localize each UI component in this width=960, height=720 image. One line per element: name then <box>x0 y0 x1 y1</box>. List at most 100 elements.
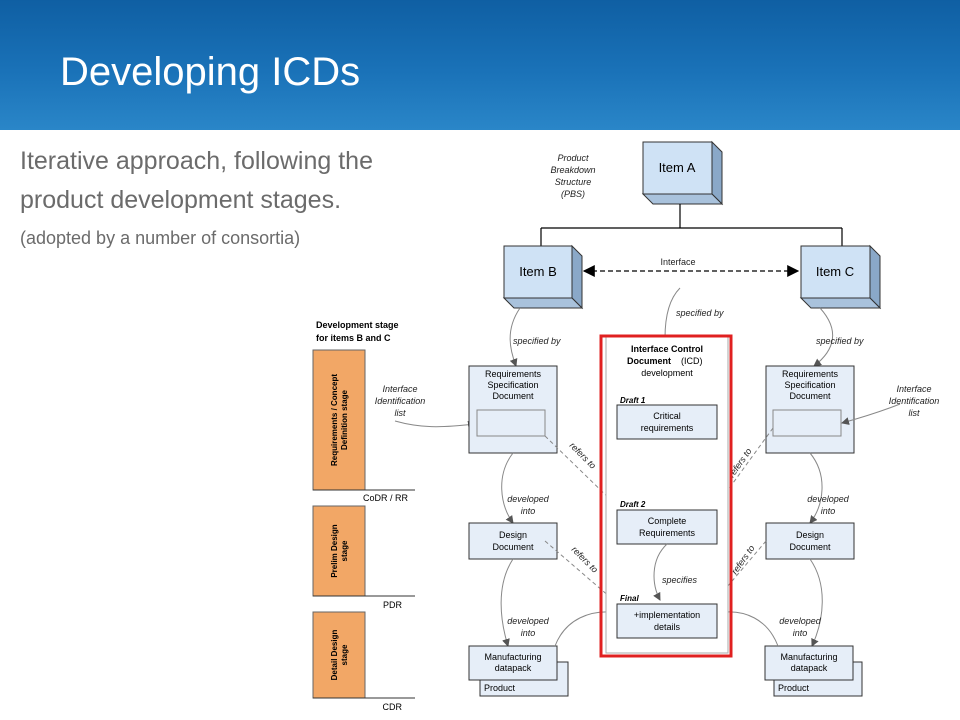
stage-requirements: Requirements / Concept Definition stage … <box>312 349 415 503</box>
developed-into-links-bottom <box>500 558 823 647</box>
svg-text:Complete: Complete <box>648 516 687 526</box>
svg-text:+implementation: +implementation <box>634 610 700 620</box>
developed-into-label-4a: developed <box>779 616 822 626</box>
svg-text:Interface: Interface <box>896 384 931 394</box>
svg-text:stage: stage <box>340 644 349 665</box>
specified-by-label-left: specified by <box>513 336 561 346</box>
developed-into-label-3a: developed <box>507 616 550 626</box>
svg-text:Breakdown: Breakdown <box>550 165 595 175</box>
svg-text:Definition stage: Definition stage <box>340 389 349 450</box>
svg-text:Specification: Specification <box>487 380 538 390</box>
main-bullet-line-2: product development stages. <box>20 186 342 214</box>
svg-text:(ICD): (ICD) <box>681 356 703 366</box>
main-bullet-line-1: Iterative approach, following the <box>20 147 373 175</box>
svg-text:Interface: Interface <box>382 384 417 394</box>
svg-text:Requirements: Requirements <box>485 369 542 379</box>
developed-into-label-3b: into <box>521 628 536 638</box>
svg-text:Document: Document <box>627 356 671 366</box>
icd-highlight-frame <box>599 334 733 658</box>
refers-to-label-1: refers to <box>568 440 598 470</box>
pbs-tree-lines <box>540 204 843 246</box>
svg-text:Specification: Specification <box>784 380 835 390</box>
svg-text:Structure: Structure <box>555 177 592 187</box>
developed-into-label-2a: developed <box>807 494 850 504</box>
svg-text:Item B: Item B <box>519 264 557 279</box>
item-b-box: Item B <box>502 244 584 310</box>
svg-text:(PBS): (PBS) <box>561 189 585 199</box>
svg-text:Development stage: Development stage <box>316 320 399 330</box>
developed-into-label-2b: into <box>821 506 836 516</box>
draft1-label: Draft 1 <box>620 396 646 405</box>
item-c-box: Item C <box>799 244 882 310</box>
product-label-right: Product <box>778 683 810 693</box>
refers-to-label-2: refers to <box>570 544 600 574</box>
svg-text:Document: Document <box>789 391 831 401</box>
svg-text:datapack: datapack <box>495 663 532 673</box>
svg-text:Product: Product <box>557 153 589 163</box>
final-label: Final <box>620 594 639 603</box>
svg-text:Manufacturing: Manufacturing <box>484 652 541 662</box>
svg-text:Requirements: Requirements <box>782 369 839 379</box>
developed-into-label-1a: developed <box>507 494 550 504</box>
stage-prelim-design: Prelim Design stage PDR <box>312 505 415 610</box>
product-label-left: Product <box>484 683 516 693</box>
svg-text:Requirements: Requirements <box>639 528 696 538</box>
req-spec-doc-right: Requirements Specification Document <box>765 365 855 454</box>
svg-text:datapack: datapack <box>791 663 828 673</box>
specified-by-label-center: specified by <box>676 308 724 318</box>
mfg-datapack-right: Product Manufacturing datapack <box>764 645 863 697</box>
slide-title: Developing ICDs <box>60 50 361 94</box>
svg-text:details: details <box>654 622 681 632</box>
svg-text:Document: Document <box>789 542 831 552</box>
design-doc-right: Design Document <box>765 522 855 560</box>
svg-text:Identification: Identification <box>889 396 940 406</box>
svg-text:stage: stage <box>340 540 349 561</box>
mfg-datapack-left: Product Manufacturing datapack <box>468 645 569 697</box>
svg-text:Identification: Identification <box>375 396 426 406</box>
svg-text:list: list <box>909 408 920 418</box>
developed-into-label-1b: into <box>521 506 536 516</box>
svg-text:requirements: requirements <box>641 423 694 433</box>
development-stage-column: Development stage for items B and C Requ… <box>312 320 415 712</box>
stage-detail-design: Detail Design stage CDR <box>312 611 415 712</box>
svg-text:Document: Document <box>492 391 534 401</box>
svg-text:development: development <box>641 368 693 378</box>
specified-by-links <box>509 287 834 367</box>
svg-text:Manufacturing: Manufacturing <box>780 652 837 662</box>
developed-into-label-4b: into <box>793 628 808 638</box>
svg-text:Detail Design: Detail Design <box>330 630 339 681</box>
specifies-label: specifies <box>662 575 698 585</box>
draft1-box <box>616 404 718 440</box>
svg-text:Design: Design <box>499 530 527 540</box>
specified-by-label-right: specified by <box>816 336 864 346</box>
req-spec-doc-left: Requirements Specification Document <box>468 365 558 454</box>
interface-arrow: Interface <box>582 257 800 277</box>
svg-text:list: list <box>395 408 406 418</box>
svg-text:Critical: Critical <box>653 411 681 421</box>
pbs-label: Product Breakdown Structure (PBS) <box>550 153 595 199</box>
milestone-cdr: CDR <box>383 702 403 712</box>
svg-text:Interface: Interface <box>660 257 695 267</box>
svg-text:Interface Control: Interface Control <box>631 344 703 354</box>
interface-id-link-left <box>394 420 476 429</box>
svg-text:Design: Design <box>796 530 824 540</box>
slide-header: Developing ICDs <box>0 0 960 130</box>
specifies-link <box>653 543 668 601</box>
item-a-box: Item A <box>641 140 724 206</box>
svg-text:Item A: Item A <box>659 160 696 175</box>
svg-text:Prelim Design: Prelim Design <box>330 524 339 577</box>
icd-development-column: Interface Control Document (ICD) develop… <box>599 334 733 658</box>
refers-to-label-4: refers to <box>729 543 756 576</box>
interface-id-list-right: Interface Identification list <box>889 384 940 418</box>
svg-text:Document: Document <box>492 542 534 552</box>
milestone-codr: CoDR / RR <box>363 493 409 503</box>
final-box <box>616 603 718 639</box>
milestone-pdr: PDR <box>383 600 403 610</box>
draft2-box <box>616 509 718 545</box>
main-bullet: Iterative approach, following the produc… <box>20 142 373 220</box>
interface-id-list-left: Interface Identification list <box>375 384 426 418</box>
svg-text:Requirements / Concept: Requirements / Concept <box>330 374 339 466</box>
interface-id-link-right <box>841 403 901 425</box>
svg-text:Item C: Item C <box>816 264 854 279</box>
